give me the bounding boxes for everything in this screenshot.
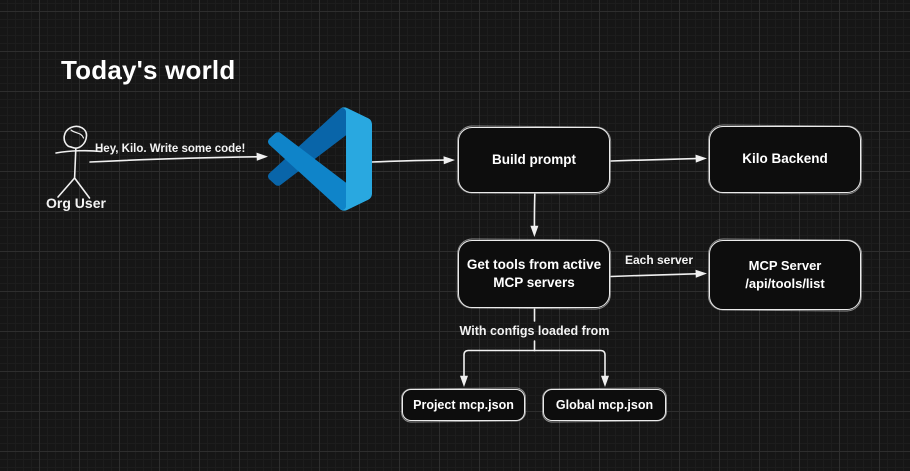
node-build-prompt[interactable]: Build prompt [458, 127, 610, 193]
actor-label: Org User [46, 195, 106, 211]
node-get-tools-label: Get tools from active MCP servers [466, 256, 602, 290]
node-global-mcp-json-label: Global mcp.json [555, 397, 654, 412]
node-mcp-server-label: MCP Server /api/tools/list [745, 258, 825, 291]
node-build-prompt-label: Build prompt [492, 151, 576, 167]
edge-label-with-configs: With configs loaded from [459, 324, 610, 338]
node-mcp-server[interactable]: MCP Server /api/tools/list [709, 240, 861, 310]
stick-figure-icon[interactable] [55, 125, 102, 199]
arrow-get-tools-to-config-files[interactable] [460, 308, 609, 387]
diagram-title: Today's world [61, 55, 236, 85]
node-global-mcp-json[interactable]: Global mcp.json [543, 389, 666, 421]
arrow-vscode-to-build-prompt[interactable] [371, 156, 455, 165]
edge-label-each-server: Each server [624, 253, 694, 267]
arrow-build-prompt-to-kilo-backend[interactable] [610, 154, 707, 163]
arrow-get-tools-to-mcp-server[interactable] [610, 269, 707, 278]
vscode-icon[interactable] [268, 107, 372, 211]
node-get-tools[interactable]: Get tools from active MCP servers [458, 240, 610, 308]
edge-label-user-to-vscode: Hey, Kilo. Write some code! [95, 143, 246, 155]
node-kilo-backend[interactable]: Kilo Backend [709, 126, 861, 193]
node-project-mcp-json-label: Project mcp.json [413, 397, 514, 412]
node-kilo-backend-label: Kilo Backend [742, 151, 828, 167]
node-project-mcp-json[interactable]: Project mcp.json [402, 389, 525, 421]
arrow-build-prompt-to-get-tools[interactable] [530, 193, 539, 237]
